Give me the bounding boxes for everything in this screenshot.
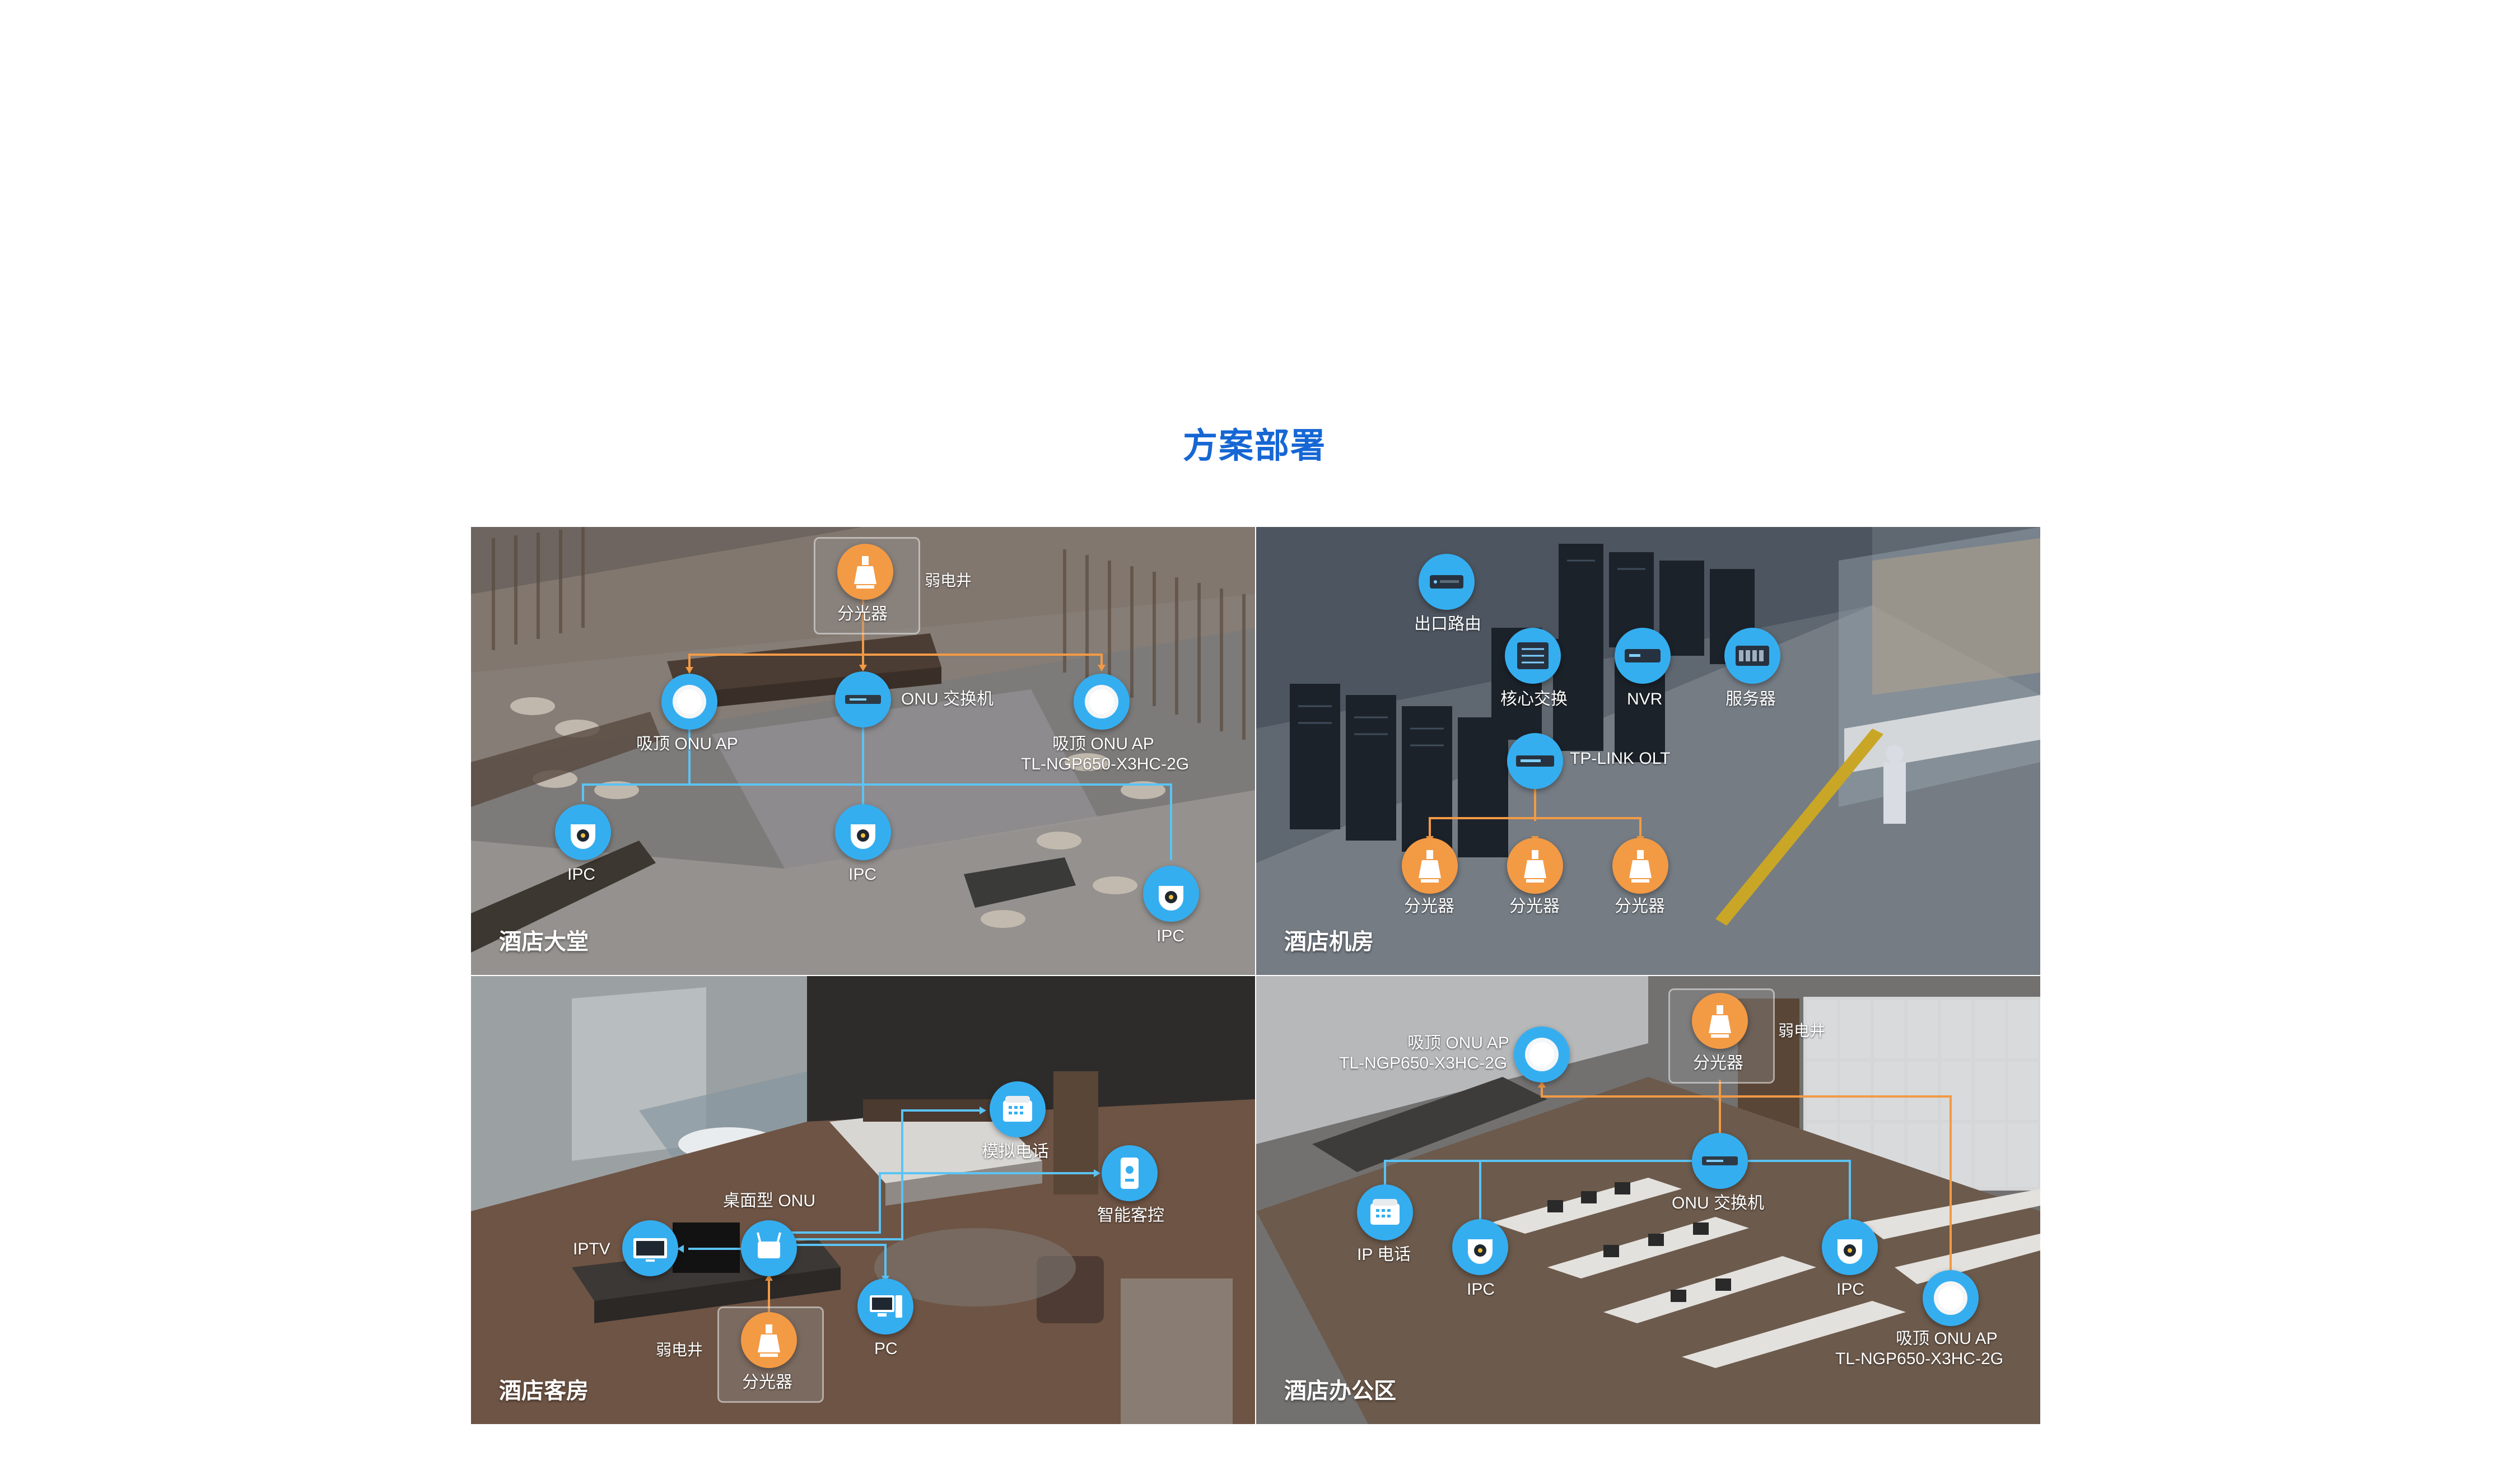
camera-icon	[1159, 886, 1183, 911]
panel-title-lobby: 酒店大堂	[499, 930, 589, 954]
switch-icon	[845, 695, 881, 704]
camera-icon	[1468, 1239, 1493, 1264]
splitter-icon	[1629, 850, 1652, 883]
splitter-icon	[1419, 850, 1441, 883]
office-ap-top-label-2: TL-NGP650-X3HC-2G	[1339, 1054, 1508, 1072]
panel-title-guest-room: 酒店客房	[499, 1379, 589, 1403]
machine-splitter-1-label: 分光器	[1404, 897, 1454, 916]
office-ap-top-label-1: 吸顶 ONU AP	[1407, 1034, 1509, 1052]
machine-splitter-3-label: 分光器	[1615, 897, 1665, 916]
ceiling-ap-icon	[673, 685, 706, 718]
deployment-grid: 分光器 弱电井 ONU 交换机 吸顶 ONU AP 吸顶 ONU AP TL-N…	[470, 526, 2041, 1425]
room-iptv-label: IPTV	[573, 1240, 610, 1258]
room-smart-control-label: 智能客控	[1097, 1206, 1164, 1225]
panel-machine-room: 出口路由 核心交换 NVR 服务器 TP-LINK OLT 分光器 分光器 分光…	[1256, 526, 2041, 976]
office-ipc-right-label: IPC	[1836, 1280, 1865, 1299]
nvr-icon	[1625, 649, 1661, 662]
lobby-onu-switch-label: ONU 交换机	[901, 690, 994, 708]
phone-icon	[1003, 1096, 1032, 1122]
room-pc-label: PC	[874, 1340, 898, 1358]
machine-room-scene-illustration	[1256, 527, 2040, 975]
office-ap-bottom-label-1: 吸顶 ONU AP	[1896, 1329, 1998, 1348]
splitter-icon	[758, 1324, 780, 1357]
lobby-ap-right-label-2: TL-NGP650-X3HC-2G	[1021, 755, 1190, 773]
core-switch-icon	[1517, 642, 1549, 669]
camera-icon	[1838, 1239, 1862, 1264]
panel-title-machine-room: 酒店机房	[1284, 930, 1374, 954]
office-ap-bottom-label-2: TL-NGP650-X3HC-2G	[1835, 1350, 2004, 1368]
ceiling-ap-icon	[1525, 1038, 1559, 1071]
panel-title-office: 酒店办公区	[1284, 1379, 1396, 1403]
room-phone-label: 模拟电话	[982, 1142, 1049, 1161]
lobby-ap-right-label-1: 吸顶 ONU AP	[1052, 735, 1154, 753]
olt-icon	[1516, 755, 1554, 767]
office-onu-switch-label: ONU 交换机	[1672, 1194, 1764, 1212]
page-title: 方案部署	[1182, 427, 1326, 465]
machine-splitter-2-label: 分光器	[1509, 897, 1560, 916]
machine-router-label: 出口路由	[1414, 615, 1481, 633]
lobby-weak-shaft-label: 弱电井	[925, 572, 972, 589]
ceiling-ap-icon	[1085, 685, 1118, 718]
lobby-ipc-3-label: IPC	[1156, 927, 1185, 945]
lobby-ipc-1-label: IPC	[567, 865, 596, 884]
tv-icon	[633, 1238, 667, 1262]
office-ipc-left-label: IPC	[1467, 1280, 1495, 1299]
machine-server-label: 服务器	[1725, 690, 1776, 708]
pc-icon	[870, 1295, 902, 1318]
panel-hotel-lobby: 分光器 弱电井 ONU 交换机 吸顶 ONU AP 吸顶 ONU AP TL-N…	[470, 526, 1256, 976]
lobby-splitter-label: 分光器	[837, 605, 888, 623]
lobby-ap-left-label: 吸顶 ONU AP	[636, 735, 738, 753]
machine-core-switch-label: 核心交换	[1500, 690, 1568, 708]
splitter-icon	[1524, 850, 1546, 883]
camera-icon	[571, 824, 595, 849]
switch-icon	[1702, 1156, 1738, 1165]
room-splitter-label: 分光器	[742, 1373, 792, 1392]
machine-nvr-label: NVR	[1627, 690, 1663, 708]
lobby-ipc-2-label: IPC	[848, 865, 877, 884]
desktop-onu-icon	[757, 1232, 781, 1258]
machine-router[interactable]	[1419, 554, 1475, 610]
ceiling-ap-icon	[1934, 1281, 1967, 1315]
splitter-icon	[854, 556, 876, 589]
smart-control-icon	[1121, 1158, 1139, 1189]
server-icon	[1736, 646, 1769, 666]
office-splitter-label: 分光器	[1693, 1054, 1743, 1072]
office-ip-phone-label: IP 电话	[1357, 1245, 1411, 1264]
panel-office: 吸顶 ONU AP TL-NGP650-X3HC-2G 分光器 弱电井 ONU …	[1256, 976, 2041, 1425]
camera-icon	[851, 824, 875, 849]
office-weak-shaft-label: 弱电井	[1778, 1022, 1826, 1039]
router-icon	[1430, 575, 1463, 589]
panel-guest-room: 模拟电话 智能客控 桌面型 ONU IPTV PC 分光器 弱电井 酒店客房	[470, 976, 1256, 1425]
room-desktop-onu-label: 桌面型 ONU	[723, 1192, 815, 1210]
room-weak-shaft-label: 弱电井	[656, 1341, 703, 1359]
machine-olt-label: TP-LINK OLT	[1570, 749, 1671, 768]
splitter-icon	[1709, 1005, 1731, 1038]
ip-phone-icon	[1370, 1199, 1400, 1225]
